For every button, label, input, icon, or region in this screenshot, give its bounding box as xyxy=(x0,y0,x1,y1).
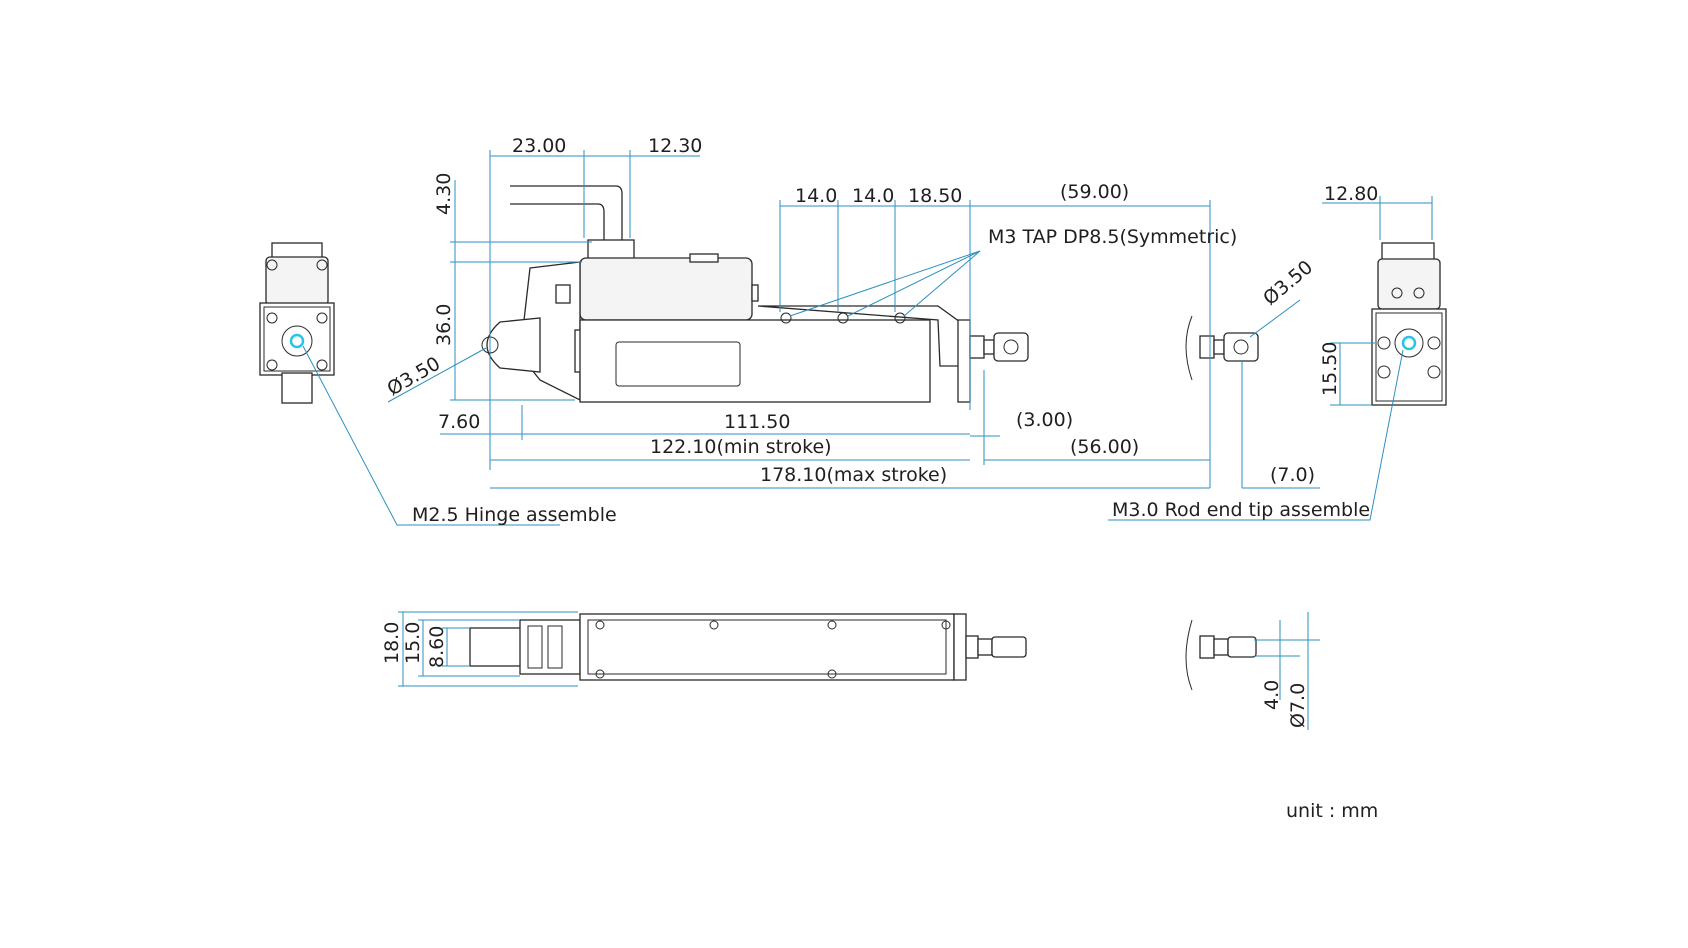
dim-56: (56.00) xyxy=(1070,436,1139,458)
rod-hole-highlight xyxy=(1401,335,1417,351)
dim-12-80: 12.80 xyxy=(1324,183,1378,205)
dim-18: 18.0 xyxy=(381,622,403,664)
right-end-view xyxy=(1371,242,1447,406)
dimension-text: 23.00 12.30 4.30 36.0 Ø3.50 14.0 14.0 18… xyxy=(381,135,1378,822)
dimension-lines xyxy=(302,150,1433,730)
bottom-top-view xyxy=(469,613,1027,681)
tap-label: M3 TAP DP8.5(Symmetric) xyxy=(988,226,1237,248)
dim-59: (59.00) xyxy=(1060,181,1129,203)
dim-7-60: 7.60 xyxy=(438,411,480,433)
dim-rod-dia-7: Ø7.0 xyxy=(1287,683,1309,728)
dim-3: (3.00) xyxy=(1016,409,1073,431)
bottom-extended-rod xyxy=(1185,619,1257,691)
dim-36: 36.0 xyxy=(433,304,455,346)
dim-4-30: 4.30 xyxy=(433,173,455,215)
dim-tap-18-50: 18.50 xyxy=(908,185,962,207)
dim-12-30: 12.30 xyxy=(648,135,702,157)
rod-end-label: M3.0 Rod end tip assemble xyxy=(1112,499,1370,521)
dim-rod-4: 4.0 xyxy=(1261,680,1283,710)
left-end-view xyxy=(259,242,335,404)
dim-hinge-hole-dia: Ø3.50 xyxy=(384,353,445,401)
dim-23: 23.00 xyxy=(512,135,566,157)
dim-111-50: 111.50 xyxy=(724,411,790,433)
dim-15-50: 15.50 xyxy=(1319,342,1341,396)
dim-rod-tip-7: (7.0) xyxy=(1270,464,1315,486)
dim-rod-hole-dia: Ø3.50 xyxy=(1259,256,1317,310)
dim-8-60: 8.60 xyxy=(426,626,448,668)
dim-tap-14-a: 14.0 xyxy=(795,185,837,207)
dim-tap-14-b: 14.0 xyxy=(852,185,894,207)
unit-label: unit : mm xyxy=(1286,800,1378,822)
hinge-label: M2.5 Hinge assemble xyxy=(412,504,617,526)
dim-min-stroke: 122.10(min stroke) xyxy=(650,436,832,458)
dim-max-stroke: 178.10(max stroke) xyxy=(760,464,947,486)
main-side-view xyxy=(481,185,1029,403)
extended-rod-view xyxy=(1185,315,1259,381)
dim-15: 15.0 xyxy=(402,622,424,664)
hinge-hole-highlight xyxy=(289,333,305,349)
